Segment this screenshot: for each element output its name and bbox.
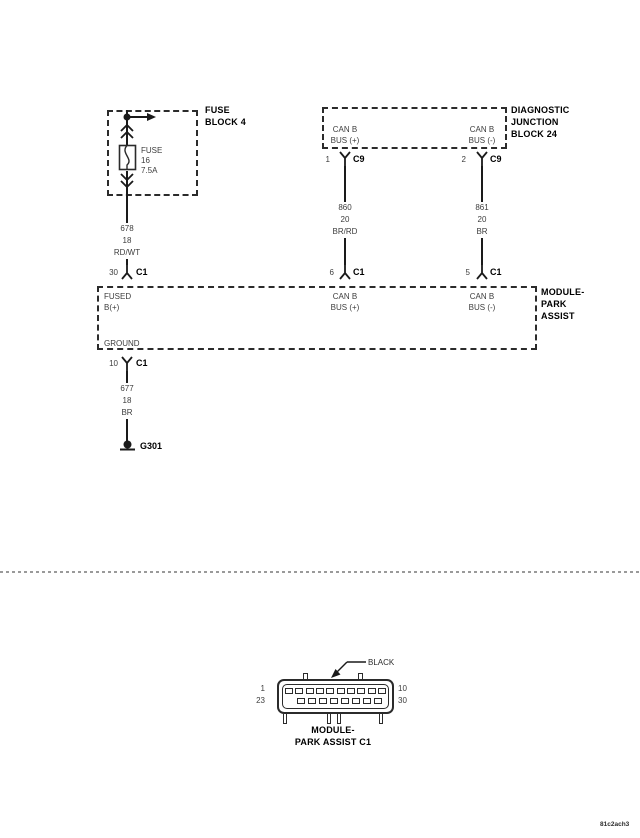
fuse-block-title-line2: BLOCK 4: [205, 117, 246, 127]
wire-678-gauge: 18: [120, 235, 134, 247]
junction-title-line1: DIAGNOSTIC: [511, 105, 570, 115]
connector-slot: [352, 698, 360, 704]
connector-color-label: BLACK: [368, 658, 395, 667]
module-fused-label: FUSED B(+): [104, 292, 132, 312]
connector-slot: [319, 698, 327, 704]
wire-861-color: BR: [474, 226, 490, 238]
connector-fork-up-icon: [476, 151, 488, 166]
c9-right-name: C9: [490, 154, 502, 164]
connector-slot: [377, 688, 386, 694]
connector-slot: [341, 698, 349, 704]
fuse-icon: [118, 144, 137, 171]
connector-slot: [363, 698, 371, 704]
c1-pin30-name: C1: [136, 267, 148, 277]
module-canb-minus-label: CAN B BUS (-): [468, 292, 496, 312]
connector-fork-up-icon: [339, 151, 351, 166]
wire-861-gauge: 20: [475, 214, 489, 226]
c1-pin30-number: 30: [109, 268, 118, 277]
connector-caption-line2: PARK ASSIST C1: [294, 737, 372, 747]
junction-title-line2: JUNCTION: [511, 117, 559, 127]
chevron-up-icon: [120, 124, 134, 139]
junction-canb-minus-label: CAN B BUS (-): [468, 125, 496, 145]
c1-pin6-name: C1: [353, 267, 365, 277]
wire-label-677: 677 18 BR: [105, 383, 149, 419]
connector-slot: [326, 688, 335, 694]
connector-pin-bottom-left: 23: [256, 696, 265, 705]
c1-pin5-name: C1: [490, 267, 502, 277]
connector-leg: [327, 714, 331, 724]
c1-pin10-number: 10: [109, 359, 118, 368]
ground-symbol-icon: [120, 440, 135, 451]
connector-caption: MODULE- PARK ASSIST C1: [272, 724, 394, 748]
wire-label-860: 860 20 BR/RD: [323, 202, 367, 238]
fuse-block-box: [107, 110, 198, 196]
c1-pin10-name: C1: [136, 358, 148, 368]
wire-678-color: RD/WT: [111, 247, 143, 259]
connector-fork-down-icon: [121, 265, 133, 280]
wire-677-color: BR: [119, 407, 135, 419]
wire-678-circuit: 678: [118, 223, 136, 235]
junction-canb-plus-label: CAN B BUS (+): [330, 125, 360, 145]
connector-slot: [357, 688, 366, 694]
module-title-line2: PARK: [541, 299, 567, 309]
connector-caption-line1: MODULE-: [311, 725, 355, 735]
connector-slot: [336, 688, 345, 694]
module-canb-plus-label: CAN B BUS (+): [330, 292, 360, 312]
connector-slot: [315, 688, 324, 694]
connector-leg: [283, 714, 287, 724]
fuse-block-title: FUSE BLOCK 4: [205, 104, 246, 128]
c1-pin6-number: 6: [329, 268, 334, 277]
connector-bottom-row: [297, 698, 382, 704]
wire-677-circuit: 677: [118, 383, 136, 395]
connector-fork-down-icon: [339, 265, 351, 280]
module-ground-label: GROUND: [104, 339, 140, 348]
junction-block-title: DIAGNOSTIC JUNCTION BLOCK 24: [511, 104, 570, 140]
fuse-block-title-line1: FUSE: [205, 105, 230, 115]
connector-pin-bottom-right: 30: [398, 696, 407, 705]
connector-slot: [285, 688, 293, 694]
connector-slot: [330, 698, 338, 704]
module-title-line3: ASSIST: [541, 311, 575, 321]
connector-pointer-arrow-icon: [331, 661, 366, 678]
module-park-assist-box: [97, 286, 537, 350]
module-title-line1: MODULE-: [541, 287, 585, 297]
connector-slot: [308, 698, 316, 704]
connector-slot: [295, 688, 304, 694]
connector-fork-down-icon: [476, 265, 488, 280]
wire-label-861: 861 20 BR: [460, 202, 504, 238]
fuse-feed-wire: [126, 110, 128, 146]
junction-block-box: [322, 107, 507, 149]
wire-861-circuit: 861: [473, 202, 491, 214]
connector-leg: [379, 714, 383, 724]
connector-slot: [367, 688, 376, 694]
connector-fork-up-icon: [121, 356, 133, 371]
c9-pin2-number: 2: [461, 155, 466, 164]
ground-name: G301: [140, 441, 163, 451]
wire-860-circuit: 860: [336, 202, 354, 214]
connector-slot: [346, 688, 355, 694]
wire-860-gauge: 20: [338, 214, 352, 226]
connector-pin-top-right: 10: [398, 684, 407, 693]
fuse-rating: 7.5A: [141, 166, 158, 175]
junction-title-line3: BLOCK 24: [511, 129, 558, 139]
connector-slot: [297, 698, 305, 704]
connector-leg: [337, 714, 341, 724]
c9-left-name: C9: [353, 154, 365, 164]
connector-top-row: [285, 688, 386, 694]
feed-branch-arrow-icon: [123, 113, 156, 121]
wire-860-color: BR/RD: [330, 226, 360, 238]
fused-b-wire: [126, 171, 128, 265]
module-title: MODULE- PARK ASSIST: [541, 286, 584, 322]
figure-code: 81c2ach3: [600, 821, 630, 828]
wire-label-678: 678 18 RD/WT: [105, 223, 149, 259]
wire-677-gauge: 18: [120, 395, 134, 407]
fuse-label: FUSE: [141, 146, 163, 155]
c1-pin5-number: 5: [465, 268, 470, 277]
c9-pin1-number: 1: [325, 155, 330, 164]
connector-pin-top-left: 1: [260, 684, 265, 693]
section-divider: [0, 571, 640, 573]
connector-slot: [305, 688, 314, 694]
connector-slot: [374, 698, 382, 704]
fuse-number: 16: [141, 156, 150, 165]
